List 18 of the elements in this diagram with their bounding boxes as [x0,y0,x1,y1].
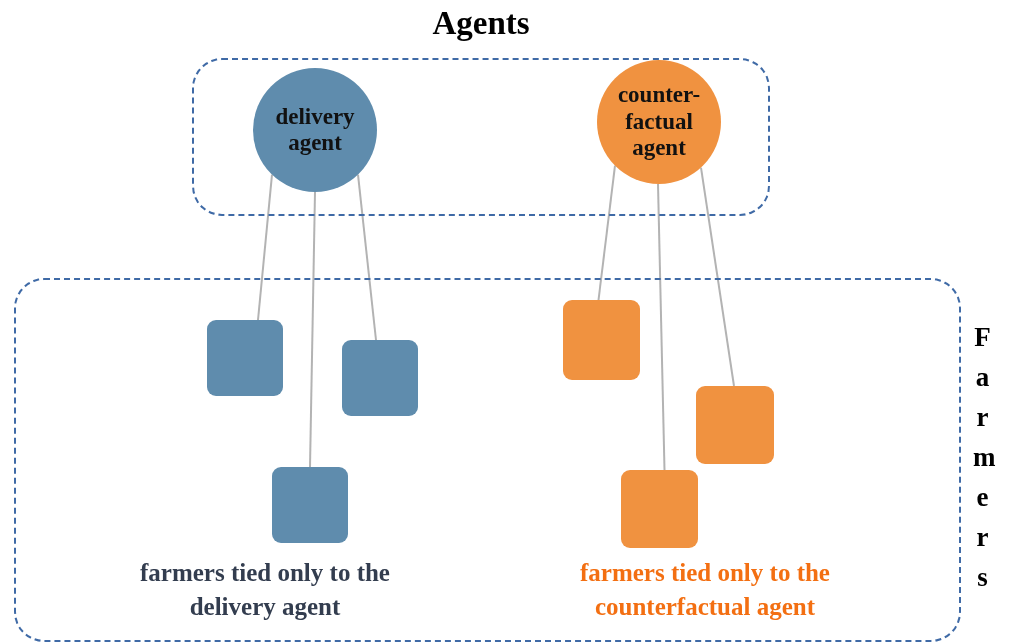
group-title: Farmers [972,321,1009,594]
caption: farmers tied only to the delivery agent [139,558,391,622]
farmer-square [207,320,283,396]
connector-line [309,191,316,468]
farmer-square [621,470,698,548]
connector-line [357,173,377,341]
connector-line [700,166,735,387]
connector-line [597,164,616,301]
connector-line [657,183,666,471]
connector-line [257,173,273,321]
caption: farmers tied only to the counterfactual agent [579,558,831,622]
farmer-square [272,467,348,543]
agent-label: delivery agent [274,103,356,157]
agent-label: counter- factual agent [616,82,702,162]
farmer-square [563,300,640,380]
group-title: Agents [431,4,531,43]
farmer-square [342,340,418,416]
farmer-square [696,386,774,464]
